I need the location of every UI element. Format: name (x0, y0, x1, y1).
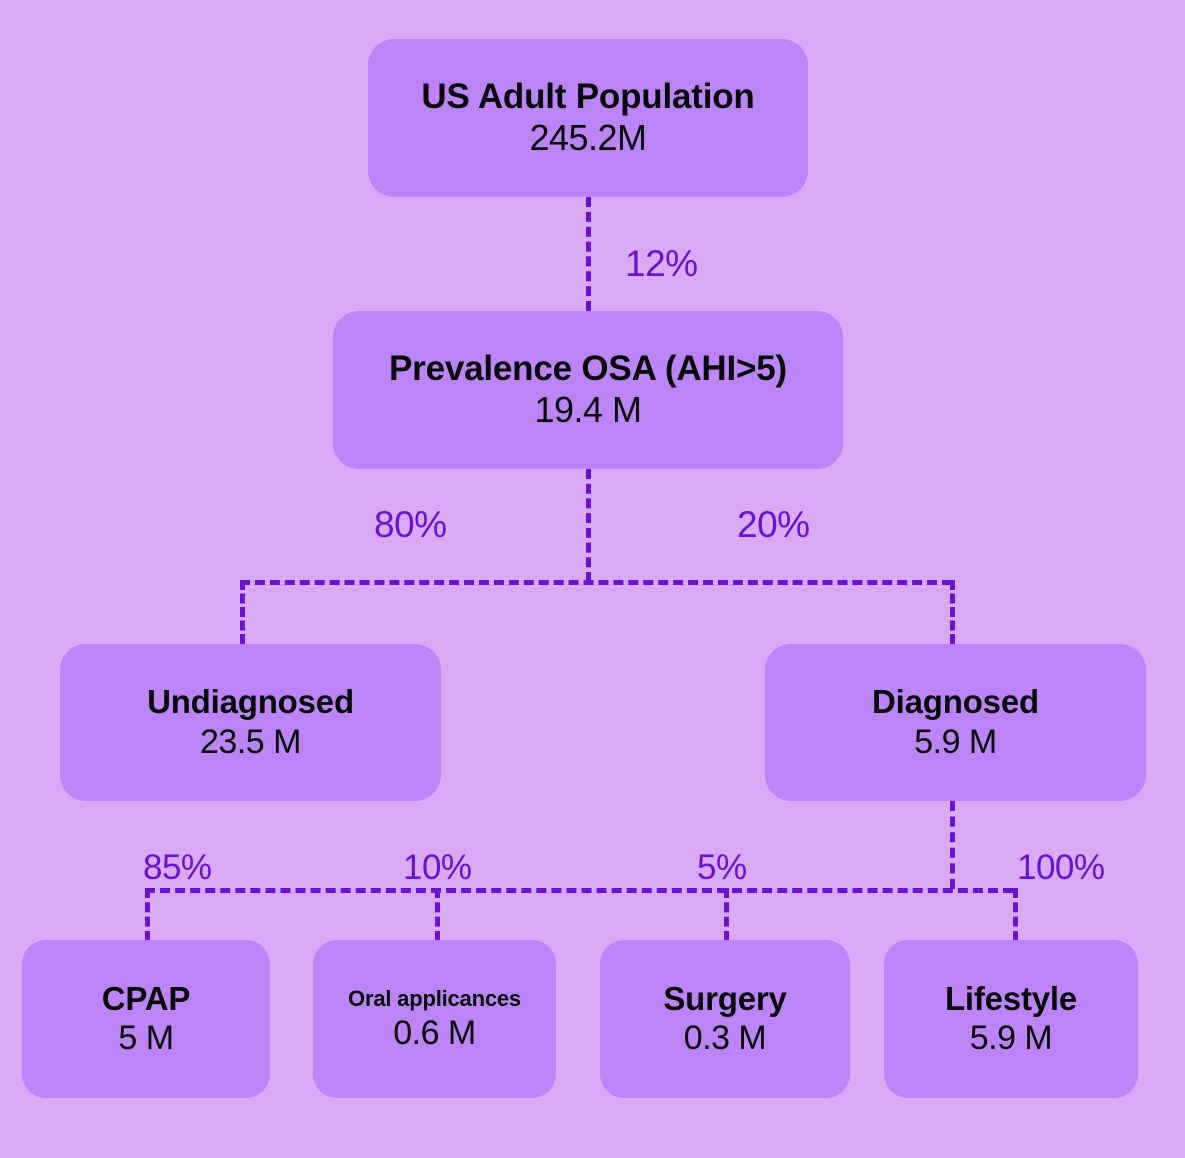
node-value: 0.3 M (683, 1018, 767, 1057)
node-title: US Adult Population (421, 77, 755, 117)
node-lifestyle[interactable]: Lifestyle 5.9 M (884, 940, 1138, 1098)
node-value: 5.9 M (914, 722, 997, 761)
connector-to-surgery (724, 888, 729, 941)
node-title: Diagnosed (872, 683, 1039, 720)
edge-label-to-oral-appliances: 10% (403, 848, 472, 887)
edge-label-population-to-osa: 12% (625, 243, 698, 284)
edge-label-osa-to-undiagnosed: 80% (374, 504, 447, 545)
edge-label-to-cpap: 85% (143, 848, 212, 887)
node-value: 19.4 M (534, 389, 642, 431)
connector-osa-to-diagnosed (950, 580, 955, 644)
connector-osa-branch-bar (240, 580, 952, 585)
node-surgery[interactable]: Surgery 0.3 M (600, 940, 850, 1098)
connector-treatments-branch-bar (145, 888, 1013, 893)
connector-to-cpap (145, 888, 150, 941)
node-title: Prevalence OSA (AHI>5) (389, 349, 787, 389)
edge-label-to-surgery: 5% (697, 848, 747, 887)
node-title: CPAP (101, 980, 191, 1017)
node-title: Oral applicances (348, 985, 521, 1011)
connector-population-to-osa (586, 197, 591, 311)
node-diagnosed[interactable]: Diagnosed 5.9 M (765, 644, 1146, 801)
node-value: 0.6 M (393, 1014, 476, 1053)
node-title: Lifestyle (944, 980, 1078, 1017)
node-prevalence-osa[interactable]: Prevalence OSA (AHI>5) 19.4 M (333, 311, 843, 469)
connector-diagnosed-stub (950, 801, 955, 889)
node-value: 245.2M (529, 117, 647, 159)
node-value: 5.9 M (969, 1018, 1053, 1057)
node-title: Surgery (663, 980, 787, 1017)
node-cpap[interactable]: CPAP 5 M (22, 940, 270, 1098)
node-title: Undiagnosed (147, 683, 354, 720)
connector-osa-to-undiagnosed (240, 580, 245, 644)
node-us-adult-population[interactable]: US Adult Population 245.2M (368, 39, 808, 197)
node-value: 5 M (118, 1018, 174, 1057)
node-value: 23.5 M (200, 722, 301, 761)
connector-osa-stub (586, 469, 591, 582)
connector-to-lifestyle (1013, 888, 1018, 941)
edge-label-osa-to-diagnosed: 20% (737, 504, 810, 545)
connector-to-oral-appliances (435, 888, 440, 941)
edge-label-to-lifestyle: 100% (1017, 848, 1105, 887)
node-oral-appliances[interactable]: Oral applicances 0.6 M (313, 940, 556, 1098)
node-undiagnosed[interactable]: Undiagnosed 23.5 M (60, 644, 441, 801)
